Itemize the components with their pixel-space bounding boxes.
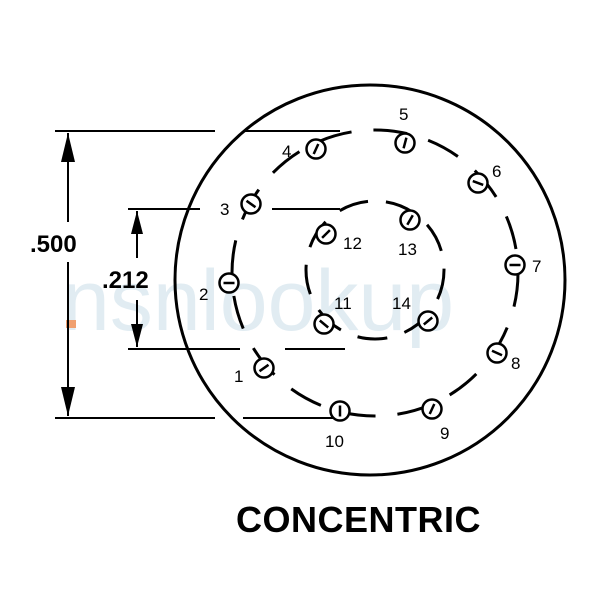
- pin-key-mark: [402, 137, 408, 149]
- pin-6: 6: [467, 162, 501, 194]
- outer-shell: [173, 83, 567, 477]
- pin-key-mark: [258, 363, 270, 373]
- pin-label: 7: [532, 257, 541, 276]
- pin-7: 7: [504, 254, 541, 276]
- pin-8: 8: [486, 342, 520, 373]
- outer-dimension-label: .500: [30, 231, 77, 258]
- pin-key-mark: [428, 403, 436, 415]
- pin-key-mark: [312, 143, 320, 155]
- pin-label: 2: [199, 285, 208, 304]
- pin-9: 9: [421, 398, 449, 443]
- inner-dimension: .212: [102, 208, 345, 350]
- pin-key-mark: [491, 349, 503, 357]
- pin-label: 5: [399, 105, 408, 124]
- inner-arrowhead-up: [131, 211, 143, 234]
- arrowhead-up: [61, 133, 75, 162]
- outer-dimension: .500: [30, 130, 340, 419]
- inner-arrowhead-down: [131, 324, 143, 347]
- pin-label: 6: [492, 162, 501, 181]
- pin-label: 12: [343, 234, 362, 253]
- pin-label: 4: [282, 142, 291, 161]
- pin-key-mark: [422, 316, 434, 326]
- pin-12: 12: [315, 223, 362, 253]
- watermark-text: nsnlookup: [62, 253, 454, 349]
- pin-2: 2: [199, 272, 240, 304]
- pin-10: 10: [325, 400, 351, 451]
- pin-3: 3: [220, 193, 262, 219]
- pin-key-mark: [318, 319, 330, 329]
- inner-dimension-label: .212: [102, 267, 149, 294]
- inner-pin-circle: [304, 199, 446, 341]
- pin-13: 13: [398, 209, 421, 259]
- pin-label: 9: [440, 424, 449, 443]
- pin-key-mark: [472, 179, 484, 187]
- pin-label: 13: [398, 240, 417, 259]
- pin-key-mark: [245, 199, 257, 209]
- watermark-accent: [66, 320, 76, 328]
- pin-key-mark: [406, 214, 414, 226]
- pin-11: 11: [313, 294, 352, 335]
- pin-label: 14: [392, 294, 411, 313]
- pin-5: 5: [394, 105, 416, 154]
- pin-label: 11: [334, 294, 352, 313]
- pin-label: 8: [511, 354, 520, 373]
- pin-key-mark: [321, 229, 331, 239]
- pin-4: 4: [282, 138, 327, 161]
- diagram-caption: CONCENTRIC: [236, 499, 481, 540]
- arrowhead-down: [61, 387, 75, 416]
- pin-label: 10: [325, 432, 344, 451]
- pin-label: 1: [234, 367, 243, 386]
- pin-14: 14: [392, 294, 439, 332]
- pin-label: 3: [220, 200, 229, 219]
- pin-1: 1: [234, 357, 275, 386]
